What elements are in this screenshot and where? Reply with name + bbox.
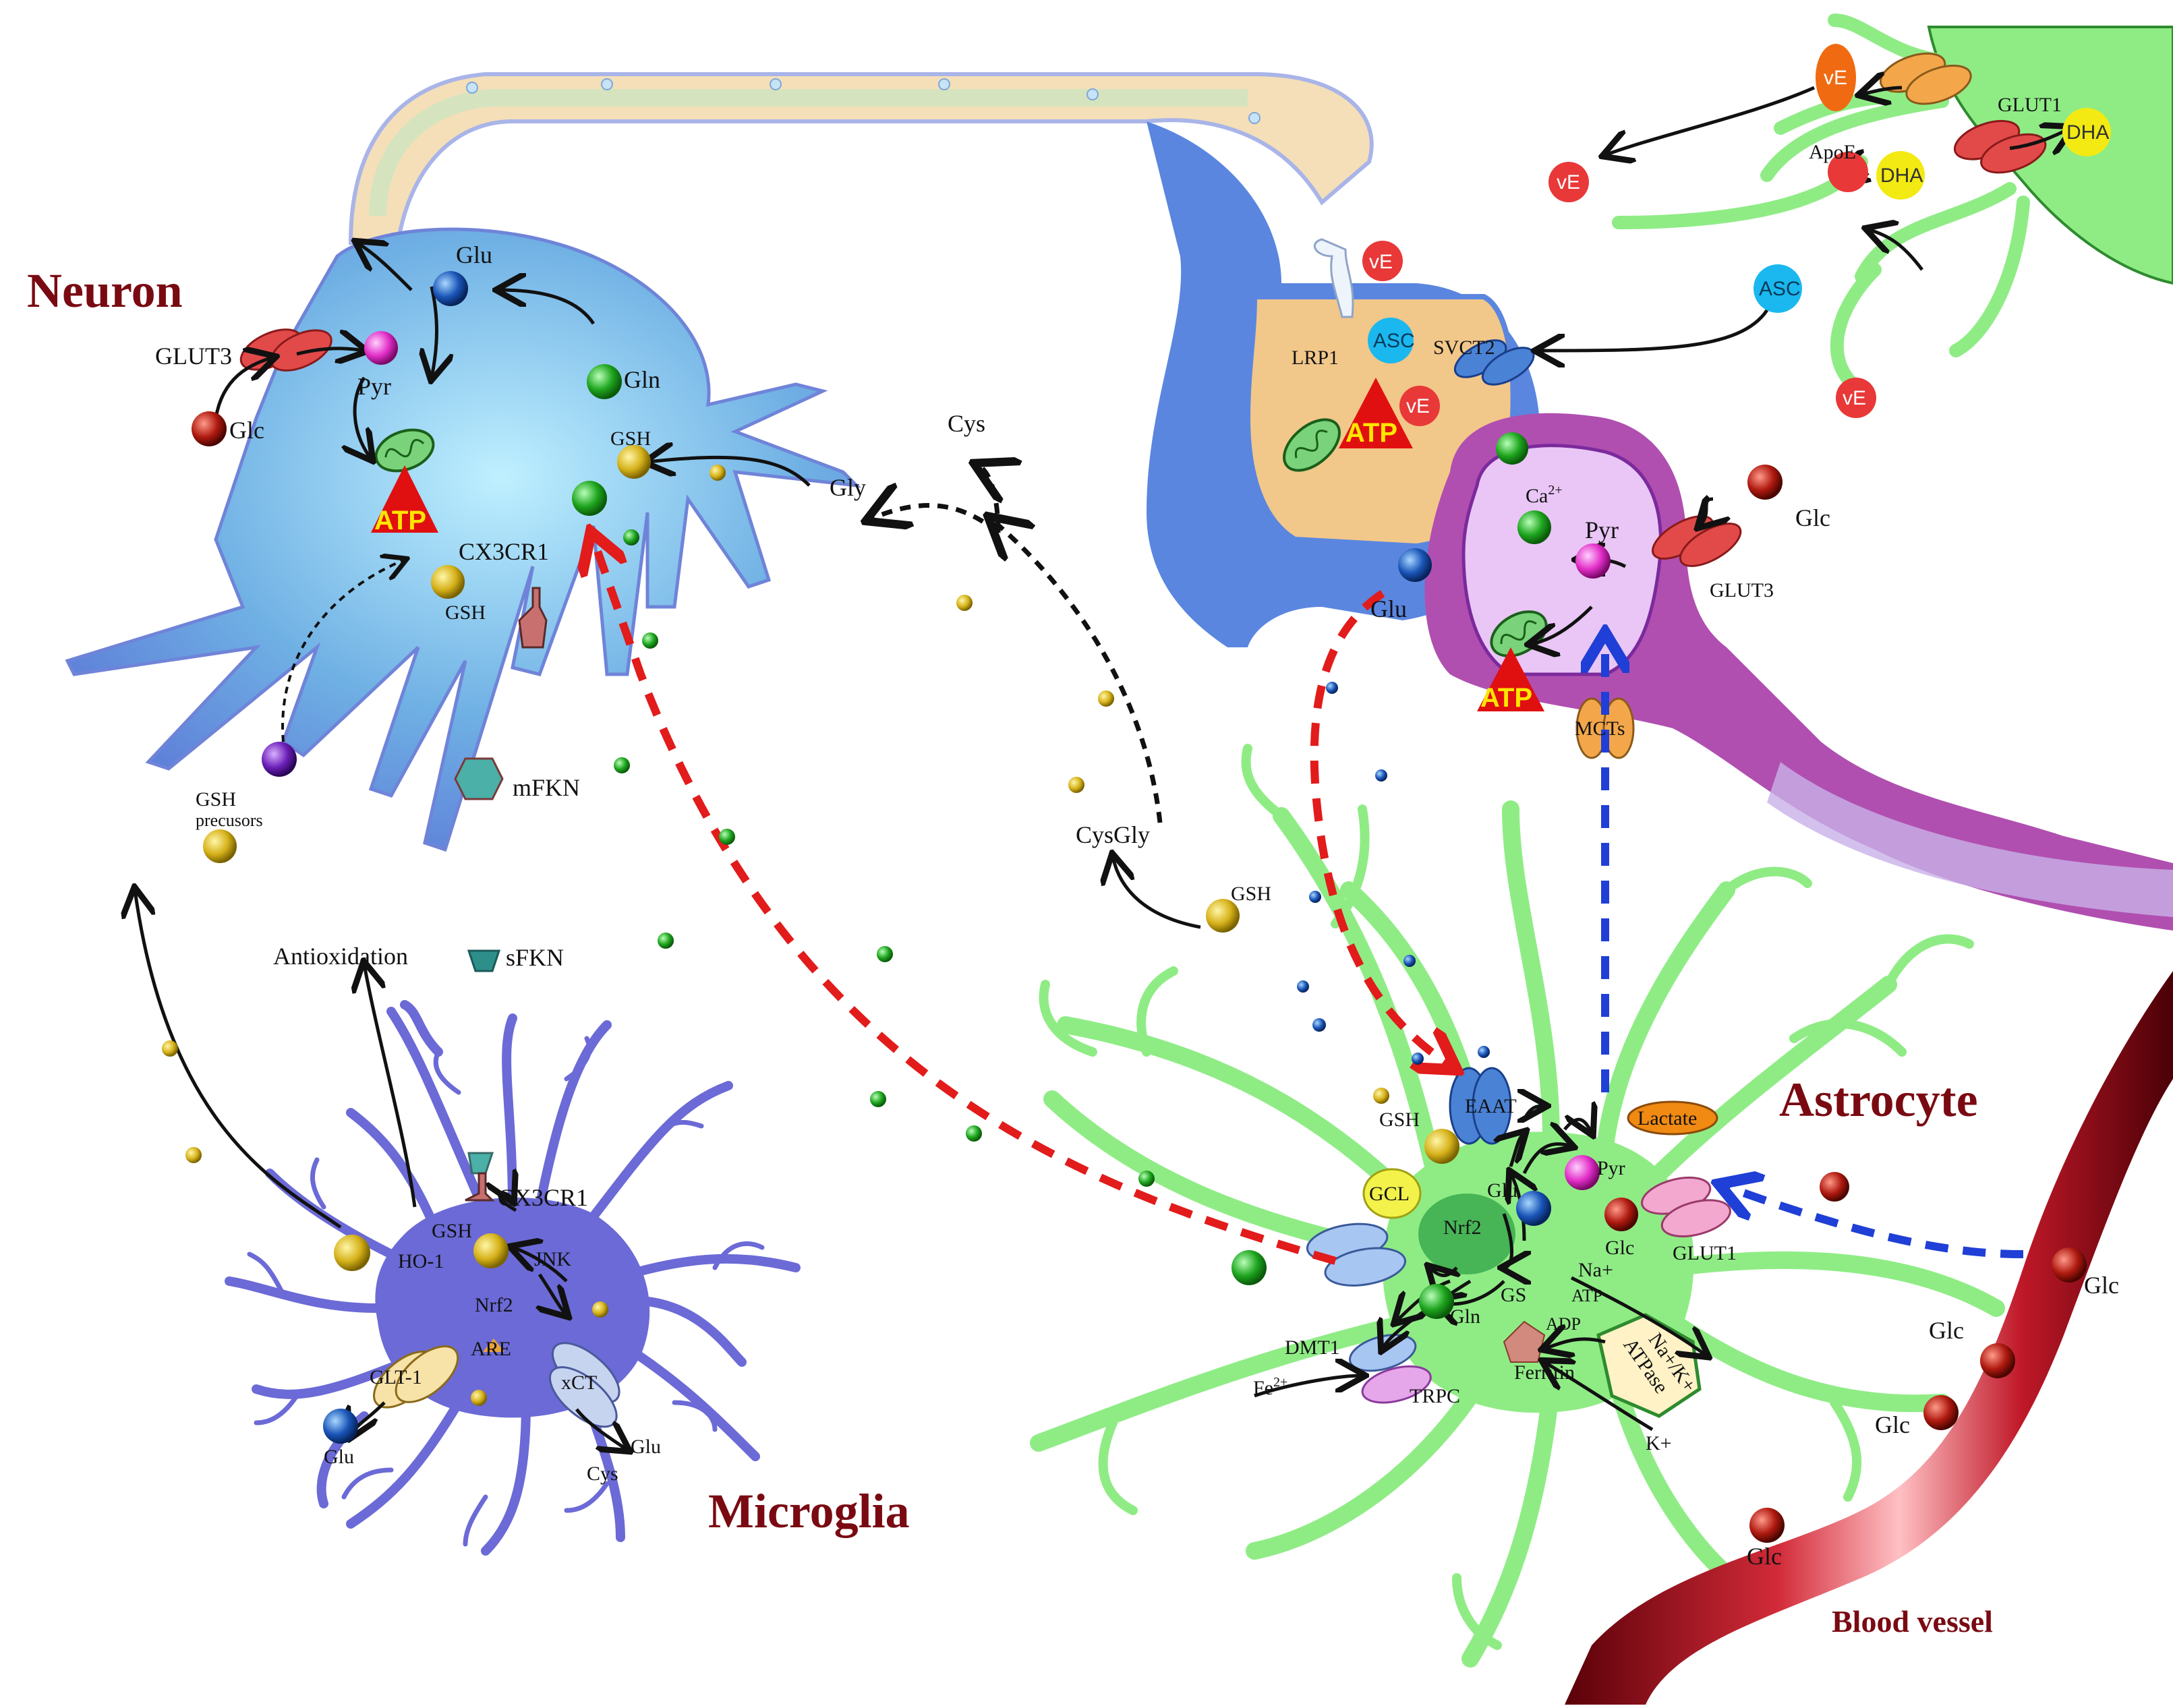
label-trpc: TRPC [1410,1385,1460,1407]
label-xct: xCT [561,1372,597,1394]
label-gsh-astro: GSH [1379,1109,1420,1131]
title-microglia: Microglia [708,1484,910,1538]
label-gsh-mg: GSH [432,1220,472,1242]
label-glu-mg-right: Glu [631,1436,661,1458]
label-glc-vessel-3: Glc [1875,1411,1910,1438]
label-pyr-astro: Pyr [1597,1157,1625,1179]
label-gln: Gln [624,366,660,393]
label-ve-1: vE [1557,171,1580,194]
label-glu-mg-left: Glu [324,1446,354,1468]
microglia-cell [229,1005,796,1551]
label-gsh-pathway: GSH [1231,883,1271,905]
label-glc-vessel-4: Glc [1747,1543,1782,1570]
label-glc-vessel-2: Glc [1929,1317,1964,1344]
label-gly: Gly [830,474,866,501]
label-glc-astro: Glc [1605,1237,1634,1259]
label-ve-top: vE [1369,251,1393,273]
label-atp-synapse: ATP [1345,418,1397,448]
label-ca-base: Ca [1526,485,1548,507]
label-glut3-post: GLUT3 [1710,579,1774,601]
label-gsh-precursor-1: GSH [196,788,236,811]
label-apoe: ApoE [1809,141,1856,163]
label-eaat: EAAT [1465,1095,1517,1117]
label-mcts: MCTs [1575,717,1625,740]
label-atp-post: ATP [1480,683,1532,713]
label-ve-synapse: vE [1406,395,1430,417]
label-nrf2-mg: Nrf2 [475,1294,513,1316]
label-ca-sup: 2+ [1548,483,1562,498]
label-asc-bbb: ASC [1759,278,1801,300]
label-k: K+ [1646,1432,1672,1454]
label-glu: Glu [456,241,492,268]
label-are: ARE [471,1338,511,1360]
label-gsh: GSH [445,601,486,624]
title-blood-vessel: Blood vessel [1832,1604,1993,1639]
label-gcl: GCL [1369,1183,1410,1205]
label-cys-mg: Cys [587,1463,618,1485]
label-glt1: GLT-1 [370,1366,422,1388]
label-ve-3: vE [1824,67,1847,89]
label-fe: Fe2+ [1253,1375,1287,1399]
label-glc: Glc [229,417,264,444]
label-glc-post: Glc [1795,504,1830,531]
label-nrf2-astro: Nrf2 [1443,1216,1482,1239]
label-lactate: Lactate [1638,1107,1697,1129]
label-gsh-precursor-2: precusors [196,811,263,830]
label-glc-vessel-1: Glc [2084,1272,2119,1299]
label-asc: ASC [1373,330,1415,352]
label-glu-astro: Glu [1487,1179,1517,1202]
label-fe-sup: 2+ [1273,1375,1287,1390]
label-cx3cr1: CX3CR1 [459,538,549,565]
label-pyr: Pyr [357,373,391,400]
label-sfkn: sFKN [506,944,564,971]
label-glut1-top: GLUT1 [1998,94,2062,116]
label-na: Na+ [1578,1259,1613,1281]
label-glut3: GLUT3 [155,343,232,370]
label-antioxidation: Antioxidation [273,943,408,970]
label-ve-2: vE [1843,387,1866,409]
label-cysgly: CysGly [1076,821,1150,848]
label-jnk: JNK [534,1248,571,1270]
label-gsh-top: GSH [610,428,651,450]
label-atp: ATP [374,506,426,535]
label-glu-synapse: Glu [1370,595,1407,622]
label-pyr-post: Pyr [1585,517,1619,543]
label-ferritin: Ferritin [1514,1361,1575,1384]
red-dashed-arrows [593,539,1450,1261]
label-fe-base: Fe [1253,1377,1273,1399]
label-dha-2: DHA [2066,121,2109,144]
dashed-black-arrows [870,465,1160,823]
label-atp-astro: ATP [1571,1286,1602,1305]
title-astrocyte: Astrocyte [1779,1073,1978,1127]
label-dha-1: DHA [1880,165,1923,187]
title-neuron: Neuron [27,264,183,318]
label-mfkn: mFKN [513,774,580,801]
label-glut1-astro: GLUT1 [1673,1242,1737,1264]
label-svct2: SVCT2 [1433,336,1495,359]
label-gs: GS [1501,1284,1526,1306]
label-ho1: HO-1 [398,1250,444,1272]
label-cys: Cys [948,410,985,437]
label-adp: ADP [1546,1314,1581,1334]
label-lrp1: LRP1 [1292,347,1339,369]
label-gln-astro: Gln [1450,1305,1480,1328]
label-dmt1: DMT1 [1285,1336,1340,1359]
label-cx3cr1-mg: CX3CR1 [498,1184,588,1211]
